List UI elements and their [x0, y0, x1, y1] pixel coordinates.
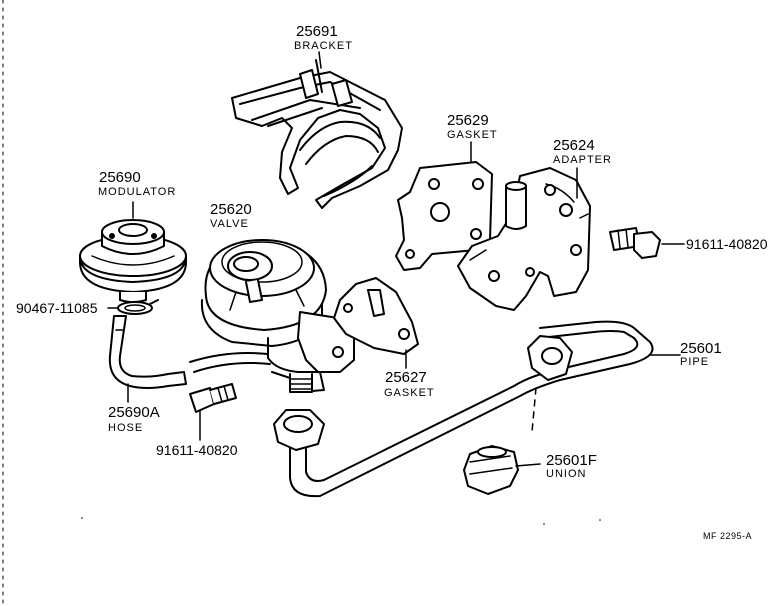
drawing-code: MF 2295-A [703, 531, 753, 541]
union-part-number: 25601F [546, 452, 597, 469]
gasket-upper-part-name: GASKET [447, 129, 498, 141]
bolt-right-part-number: 91611-40820 [686, 236, 768, 252]
modulator-part-name: MODULATOR [98, 186, 177, 198]
pipe-part-number: 25601 [680, 340, 722, 357]
bracket-part-name: BRACKET [294, 40, 353, 52]
bolt-left-drawing [189, 383, 237, 413]
adapter-part-name: ADAPTER [553, 154, 612, 166]
hose-part-number: 25690A [108, 404, 160, 421]
hose-drawing [108, 315, 187, 389]
gasket-lower-part-number: 25627 [385, 369, 427, 386]
leader-union-dashed [531, 387, 537, 433]
bolt-left-part-number: 91611-40820 [156, 442, 238, 458]
leader-union [515, 463, 541, 467]
gasket-upper-part-number: 25629 [447, 112, 489, 129]
pipe-drawing [273, 320, 654, 498]
valve-part-name: VALVE [210, 218, 249, 230]
modulator-drawing [79, 201, 187, 303]
clip-drawing [117, 299, 159, 315]
pipe-part-name: PIPE [680, 356, 710, 368]
adapter-part-number: 25624 [553, 137, 595, 154]
bolt-right-drawing [609, 227, 661, 259]
gasket-upper-drawing [395, 161, 493, 271]
clip-part-number: 90467-11085 [16, 300, 98, 316]
union-drawing [463, 445, 519, 495]
adapter-drawing [457, 167, 591, 311]
modulator-part-number: 25690 [99, 169, 141, 186]
valve-part-number: 25620 [210, 201, 252, 218]
gasket-lower-drawing [333, 277, 419, 355]
gasket-lower-part-name: GASKET [384, 387, 435, 399]
valve-drawing [189, 239, 355, 393]
bracket-part-number: 25691 [296, 23, 338, 40]
union-part-name: UNION [546, 468, 587, 480]
bracket-drawing [231, 59, 403, 209]
leader-bracket [318, 51, 322, 69]
hose-part-name: HOSE [108, 422, 144, 434]
